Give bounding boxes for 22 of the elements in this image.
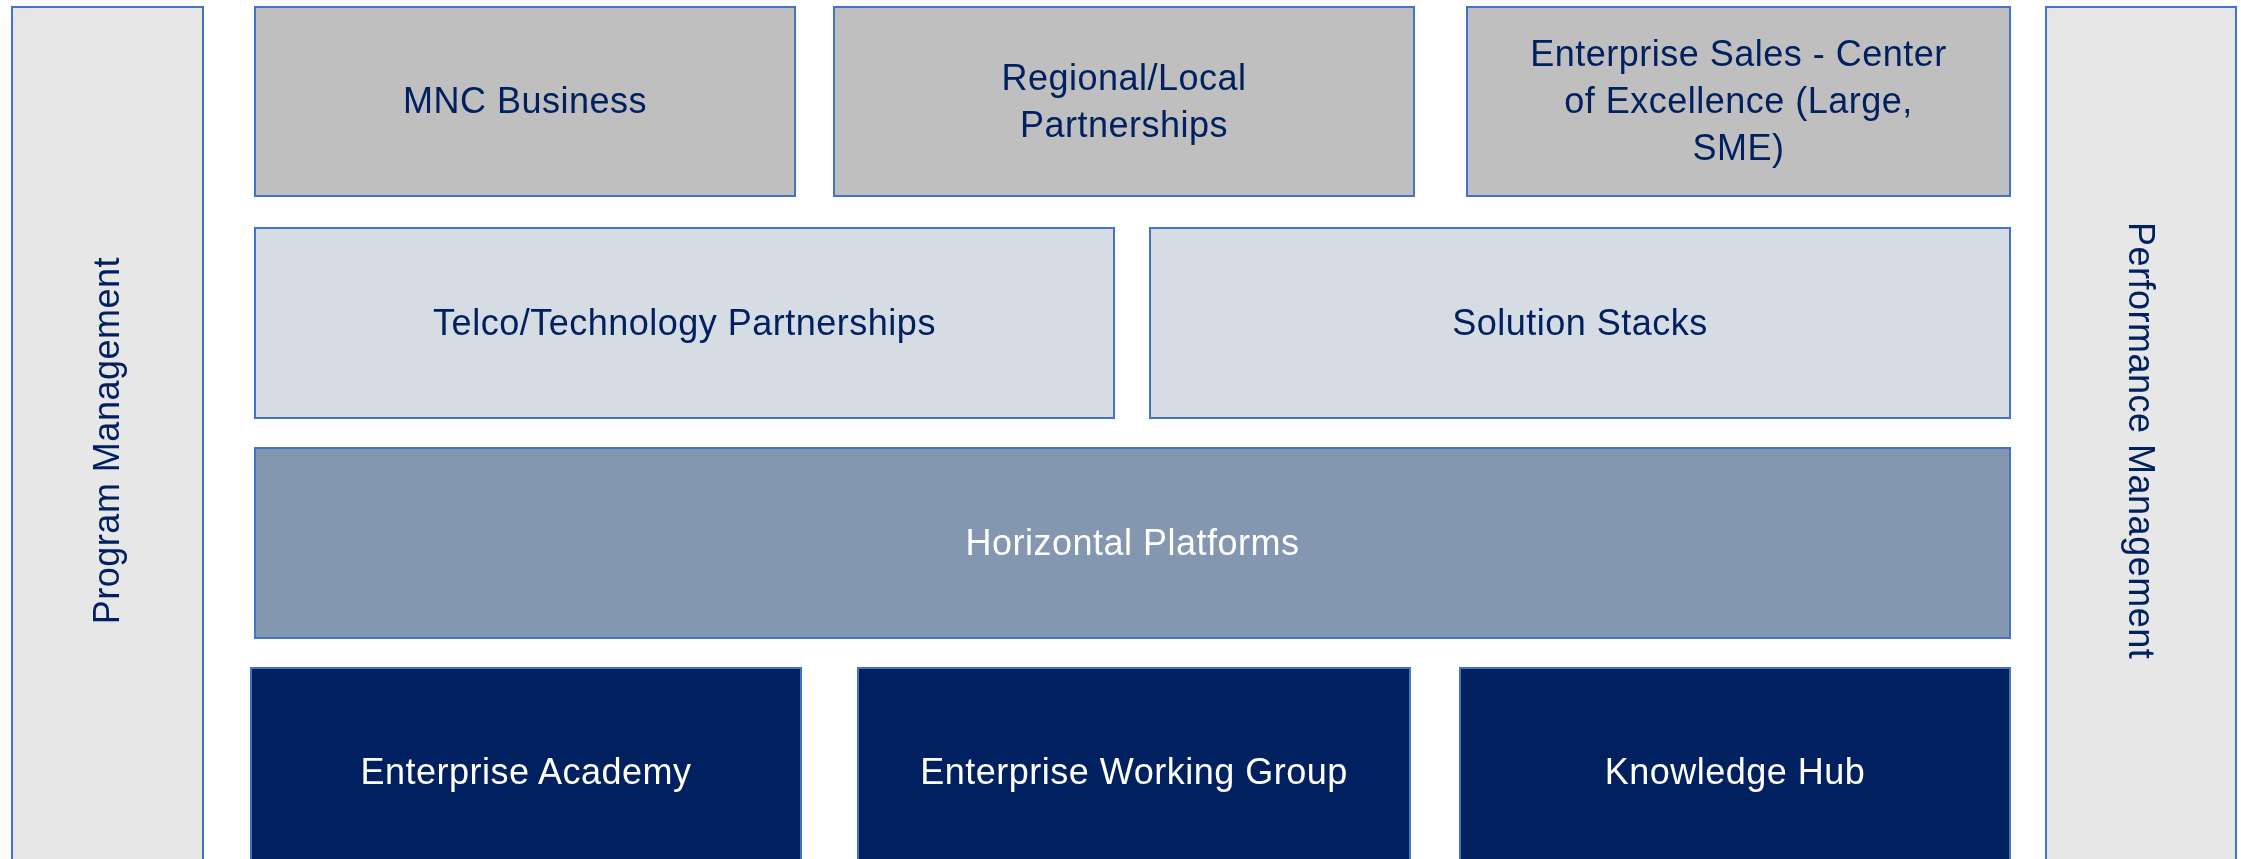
platform-bar: [254, 447, 2011, 639]
business-box: [1466, 6, 2011, 197]
box-label: Knowledge Hub: [1604, 749, 1866, 794]
foundation-box: [1459, 667, 2011, 859]
box-label: MNC Business: [402, 79, 648, 124]
box-label: Enterprise Academy: [360, 749, 692, 794]
box-label: Solution Stacks: [1452, 300, 1708, 345]
business-box: [833, 6, 1415, 197]
box-label: Enterprise Working Group: [920, 749, 1348, 794]
partnership-box: [254, 227, 1115, 419]
box-label: Telco/Technology Partnerships: [433, 300, 936, 345]
partnership-box: [1149, 227, 2011, 419]
foundation-box: [857, 667, 1411, 859]
side-panel: [2045, 6, 2237, 859]
box-label: Enterprise Sales - Center of Excellence (Large, SME): [1529, 32, 1948, 170]
box-label: Performance Management: [2120, 222, 2164, 660]
box-label: Regional/Local Partnerships: [1000, 55, 1248, 147]
box-label: Horizontal Platforms: [965, 520, 1300, 565]
foundation-box: [250, 667, 802, 859]
box-label: Program Management: [85, 257, 129, 625]
business-box: [254, 6, 796, 197]
side-panel: [11, 6, 204, 859]
